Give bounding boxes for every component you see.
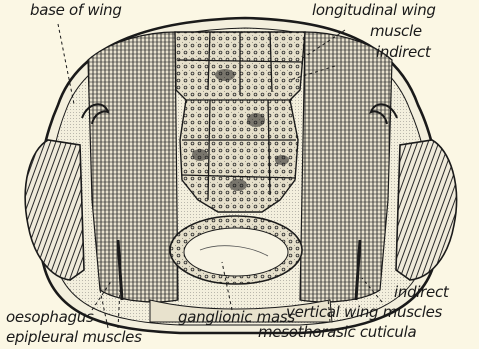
left-wing-base: [25, 140, 84, 280]
right-wing-base: [396, 140, 457, 280]
label-muscle: muscle: [370, 23, 422, 39]
label-oesophagus: oesophagus: [6, 309, 93, 325]
left-vertical-muscle: [88, 32, 178, 302]
label-base-of-wing: base of wing: [30, 2, 122, 18]
label-longitudinal-wing: longitudinal wing: [312, 2, 436, 18]
label-vertical-wing-muscles: vertical wing muscles: [286, 304, 442, 320]
label-mesothorasic-cuticula: mesothorasic cuticula: [258, 324, 416, 340]
label-indirect-bottom: indirect: [394, 284, 449, 300]
label-indirect-top: indirect: [376, 44, 431, 60]
right-vertical-muscle: [300, 32, 392, 302]
label-epipleural-muscles: epipleural muscles: [6, 329, 142, 345]
